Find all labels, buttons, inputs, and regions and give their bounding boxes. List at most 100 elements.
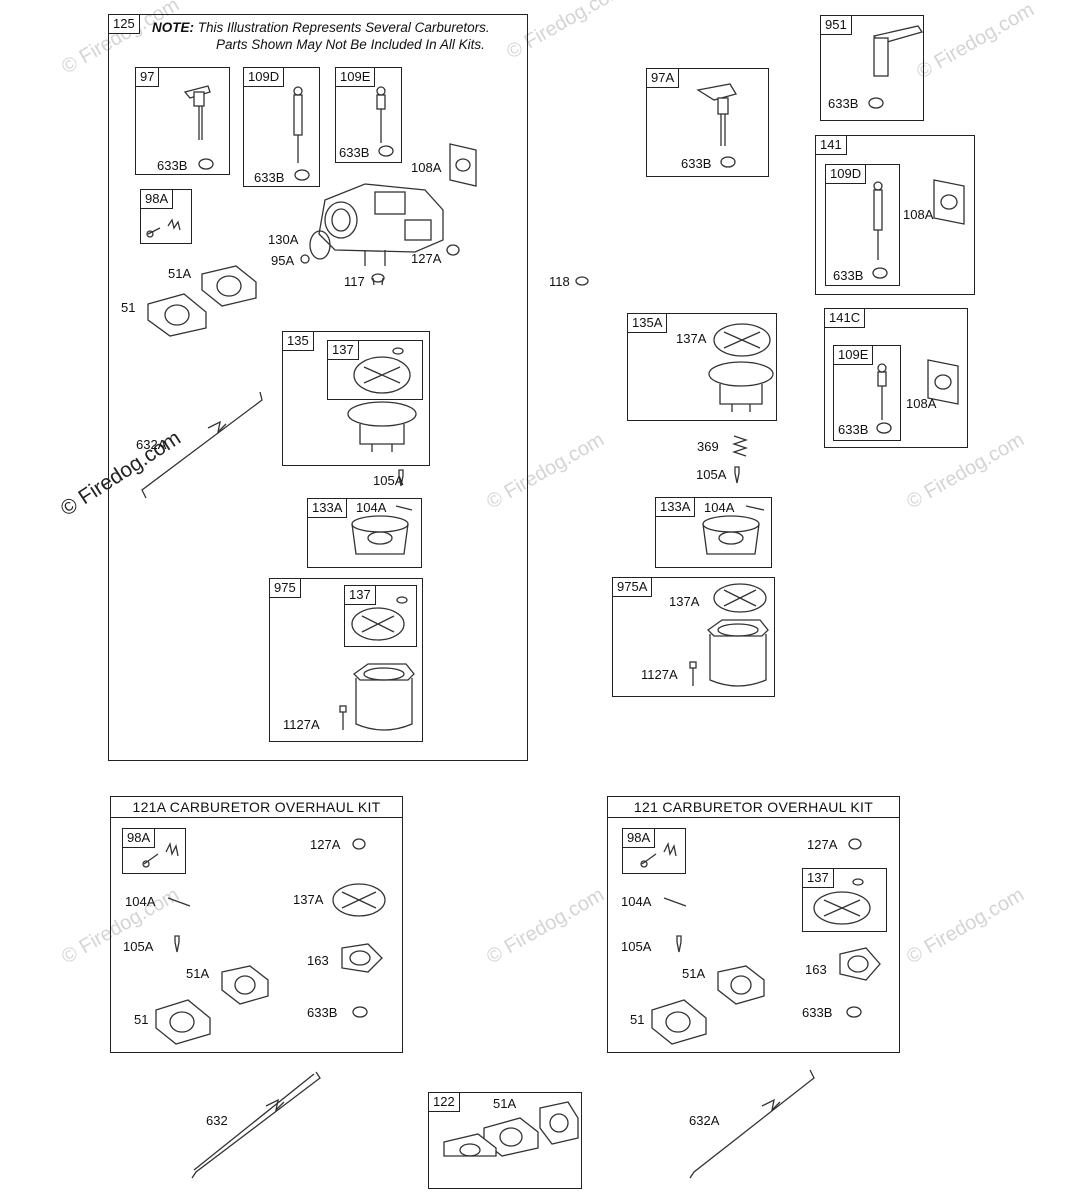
note-bold: NOTE: bbox=[152, 20, 194, 35]
note-line1: This Illustration Represents Several Car… bbox=[197, 20, 490, 35]
seal-icon bbox=[378, 145, 394, 157]
ref-137: 137 bbox=[328, 341, 359, 360]
ref-135A: 135A bbox=[628, 314, 668, 333]
label-104A: 104A bbox=[125, 894, 156, 909]
ref-97A: 97A bbox=[647, 69, 680, 88]
label-51A: 51A bbox=[168, 266, 192, 281]
diaphragm-icon bbox=[351, 596, 408, 641]
ref-975: 975 bbox=[270, 579, 301, 598]
ref-109E: 109E bbox=[834, 346, 874, 365]
screw-spring-icon bbox=[640, 842, 677, 868]
box-122: 122 bbox=[428, 1092, 582, 1189]
box-133A: 133A bbox=[307, 498, 422, 568]
ref-125: 125 bbox=[109, 15, 140, 34]
ref-109D: 109D bbox=[826, 165, 867, 184]
label-108A: 108A bbox=[906, 396, 937, 411]
seal-icon bbox=[294, 169, 310, 181]
seal-icon bbox=[868, 97, 884, 109]
ref-133A: 133A bbox=[308, 499, 348, 518]
spring-icon bbox=[731, 435, 749, 457]
label-633B: 633B bbox=[838, 422, 869, 437]
box-141: 141 bbox=[815, 135, 975, 295]
throttle-lever-icon bbox=[872, 25, 924, 77]
label-633B: 633B bbox=[339, 145, 370, 160]
label-632A: 632A bbox=[136, 437, 167, 452]
o-ring-icon bbox=[446, 244, 460, 256]
ref-137: 137 bbox=[803, 869, 834, 888]
kit-121A-title: 121A CARBURETOR OVERHAUL KIT bbox=[111, 797, 402, 818]
watermark: © Firedog.com bbox=[483, 883, 608, 969]
label-51: 51 bbox=[121, 300, 136, 315]
plug-icon bbox=[371, 273, 385, 286]
box-98A: 98A bbox=[140, 189, 192, 244]
watermark: © Firedog.com bbox=[913, 0, 1038, 84]
pin-icon bbox=[167, 897, 191, 907]
label-633B: 633B bbox=[157, 158, 188, 173]
box-951: 951 bbox=[820, 15, 924, 121]
box-109E: 109E bbox=[335, 67, 402, 163]
ref-133A: 133A bbox=[656, 498, 696, 517]
governor-link-icon bbox=[141, 391, 263, 499]
label-137A: 137A bbox=[293, 892, 324, 907]
box-141C: 141C bbox=[824, 308, 968, 448]
label-104A: 104A bbox=[356, 500, 387, 515]
valve-icon bbox=[174, 935, 180, 953]
note-text: NOTE: This Illustration Represents Sever… bbox=[152, 19, 490, 53]
gasket-51-icon bbox=[651, 999, 707, 1045]
plug-icon bbox=[575, 276, 589, 286]
box-97: 97 bbox=[135, 67, 230, 175]
kit-121-title: 121 CARBURETOR OVERHAUL KIT bbox=[608, 797, 899, 818]
label-105A: 105A bbox=[123, 939, 154, 954]
label-105A: 105A bbox=[373, 473, 404, 488]
label-127A: 127A bbox=[411, 251, 442, 266]
box-975: 975 bbox=[269, 578, 423, 742]
label-633B: 633B bbox=[681, 156, 712, 171]
ref-135: 135 bbox=[283, 332, 314, 351]
box-98A: 98A bbox=[122, 828, 186, 874]
ref-98A: 98A bbox=[123, 829, 156, 848]
label-118: 118 bbox=[549, 274, 570, 289]
label-104A: 104A bbox=[704, 500, 735, 515]
label-117: 117 bbox=[344, 274, 365, 289]
ref-122: 122 bbox=[429, 1093, 460, 1112]
gasket-icon bbox=[927, 359, 959, 405]
ref-951: 951 bbox=[821, 16, 852, 35]
pin-icon bbox=[663, 897, 687, 907]
o-ring-icon bbox=[352, 838, 366, 850]
diaphragm-icon bbox=[713, 323, 771, 357]
box-109D: 109D bbox=[243, 67, 320, 187]
seal-icon bbox=[872, 267, 888, 279]
label-105A: 105A bbox=[621, 939, 652, 954]
gasket-51A-icon bbox=[201, 265, 257, 307]
label-51A: 51A bbox=[493, 1096, 517, 1111]
box-133A: 133A bbox=[655, 497, 772, 568]
screw-icon bbox=[300, 254, 310, 264]
ref-137: 137 bbox=[345, 586, 376, 605]
gasket-51-icon bbox=[147, 293, 207, 337]
bolt-icon bbox=[339, 705, 347, 730]
label-127A: 127A bbox=[310, 837, 341, 852]
label-105A: 105A bbox=[696, 467, 727, 482]
throttle-plate-icon bbox=[309, 230, 331, 260]
shaft-icon bbox=[376, 86, 386, 143]
label-632: 632 bbox=[206, 1113, 228, 1128]
label-1127A: 1127A bbox=[283, 717, 320, 732]
seal-icon bbox=[198, 158, 214, 170]
throttle-shaft-icon bbox=[183, 85, 211, 140]
label-108A: 108A bbox=[411, 160, 442, 175]
label-51: 51 bbox=[134, 1012, 149, 1027]
gasket-51-icon bbox=[155, 999, 211, 1045]
gasket-163-icon bbox=[341, 943, 383, 973]
box-98A: 98A bbox=[622, 828, 686, 874]
ref-109D: 109D bbox=[244, 68, 285, 87]
label-51: 51 bbox=[630, 1012, 645, 1027]
ref-97: 97 bbox=[136, 68, 160, 87]
float-icon bbox=[702, 515, 760, 555]
box-137: 137 bbox=[327, 340, 423, 400]
box-137: 137 bbox=[344, 585, 417, 647]
shaft-icon bbox=[873, 181, 883, 260]
label-369: 369 bbox=[697, 439, 719, 454]
ref-98A: 98A bbox=[141, 190, 174, 209]
shaft-icon bbox=[293, 86, 303, 163]
fuel-pump-icon bbox=[347, 401, 417, 452]
